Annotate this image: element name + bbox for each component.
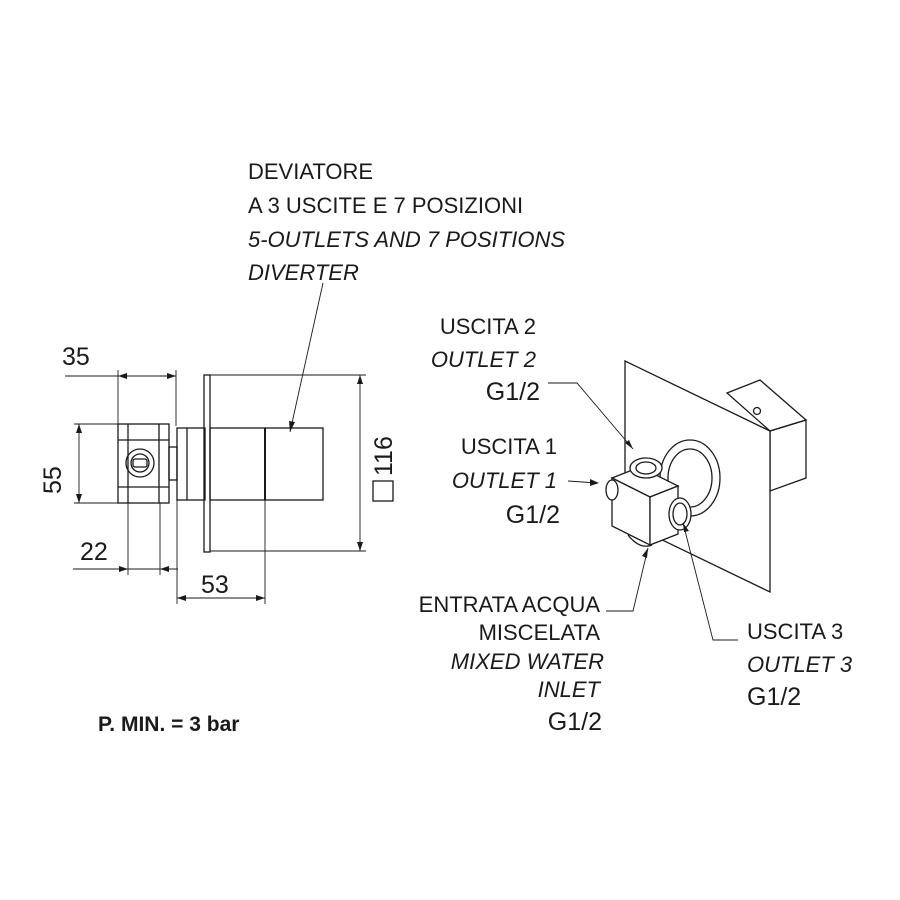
dimension-116: 116 [370,436,398,476]
dimension-55-text: 55 [39,466,67,494]
side-view [117,374,324,553]
outlet2-en: OUTLET 2 [430,347,536,372]
dimension-53: 53 [201,571,229,599]
valve-cylinder [176,427,206,501]
outlet3-thread: G1/2 [747,683,802,711]
outlet1-en: OUTLET 1 [451,468,557,493]
inlet-en-1: MIXED WATER [450,649,604,674]
square-symbol [372,480,394,502]
title-leader [289,282,324,433]
title-line-2: A 3 USCITE E 7 POSIZIONI [248,193,524,218]
title-line-1: DEVIATORE [248,159,374,184]
leaders [548,382,738,641]
outlet3-it: USCITA 3 [747,619,844,644]
dimension-22: 22 [80,538,108,566]
title-line-3: 5-OUTLETS AND 7 POSITIONS [248,227,566,252]
inlet-it-1: ENTRATA ACQUA [418,592,600,617]
outlet1-it: USCITA 1 [460,434,557,459]
dimension-35: 35 [62,343,90,371]
dimension-arrows [76,373,363,601]
outlet3-en: OUTLET 3 [747,652,853,677]
isometric-view [605,359,808,594]
inlet-thread: G1/2 [547,708,602,736]
outlet2-thread: G1/2 [485,378,540,406]
handle-knob [264,427,324,501]
outlet2-it: USCITA 2 [439,314,536,339]
port-circle [125,448,155,478]
title-line-4: DIVERTER [248,260,359,285]
dimension-55: 55 [39,422,67,494]
outlet1-thread: G1/2 [505,501,560,529]
inlet-it-2: MISCELATA [478,620,600,645]
pressure-note: P. MIN. = 3 bar [98,713,240,736]
handle-base [209,427,266,501]
dimension-lines [65,370,366,604]
inlet-en-2: INLET [537,677,600,702]
